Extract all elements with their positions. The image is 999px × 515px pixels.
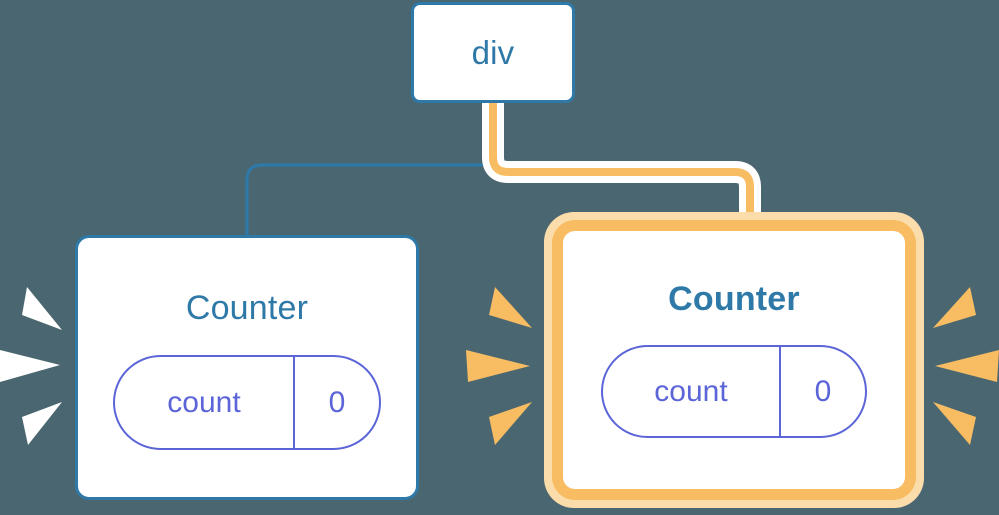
node-div-label: div <box>471 33 515 71</box>
state-key: count <box>654 374 728 408</box>
state-value: 0 <box>779 347 865 436</box>
state-pill-counter-right[interactable]: count 0 <box>601 345 867 438</box>
node-counter-right[interactable]: Counter count 0 <box>563 231 905 489</box>
node-counter-right-label: Counter <box>668 280 800 318</box>
node-div[interactable]: div <box>411 2 575 103</box>
edge-div-to-counter-right <box>489 103 754 246</box>
state-pill-counter-left[interactable]: count 0 <box>113 355 381 450</box>
state-value: 0 <box>293 357 379 448</box>
node-counter-left-label: Counter <box>185 289 309 327</box>
node-counter-left[interactable]: Counter count 0 <box>75 235 419 500</box>
state-key: count <box>167 385 241 419</box>
edge-div-to-counter-left <box>245 103 495 236</box>
